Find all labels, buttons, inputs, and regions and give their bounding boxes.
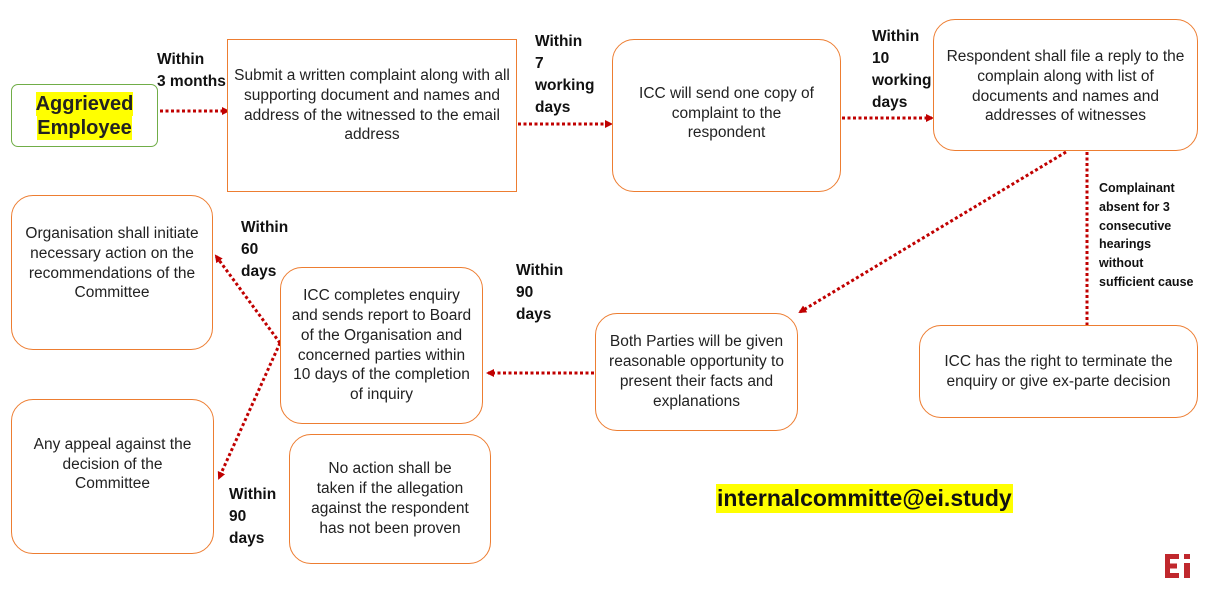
arrow-to-appeal <box>217 342 282 480</box>
arrow-to-org-action <box>214 254 282 344</box>
icc-terminate-text: ICC has the right to terminate the enqui… <box>944 352 1173 390</box>
appeal-text: Any appeal against the decision of the C… <box>33 435 192 493</box>
both-parties-text: Both Parties will be given reasonable op… <box>609 333 784 410</box>
no-action-text: No action shall be taken if the allegati… <box>311 460 469 537</box>
aggrieved-employee-box: Aggrieved Employee <box>11 84 158 147</box>
icc-send-copy-text: ICC will send one copy of complaint to t… <box>639 84 814 142</box>
aggrieved-label: Aggrieved <box>35 91 134 116</box>
both-parties-box: Both Parties will be given reasonable op… <box>595 313 798 431</box>
respondent-reply-box: Respondent shall file a reply to the com… <box>933 19 1198 151</box>
submit-complaint-box: Submit a written complaint along with al… <box>227 39 517 192</box>
arrow-reply-to-both-parties <box>798 150 1067 314</box>
icc-send-copy-box: ICC will send one copy of complaint to t… <box>612 39 841 192</box>
org-action-box: Organisation shall initiate necessary ac… <box>11 195 213 350</box>
contact-email: internalcommitte@ei.study <box>716 484 1013 513</box>
submit-complaint-text: Submit a written complaint along with al… <box>234 66 510 144</box>
appeal-box: Any appeal against the decision of the C… <box>11 399 214 554</box>
icc-completes-text: ICC completes enquiry and sends report t… <box>291 287 472 404</box>
org-action-text: Organisation shall initiate necessary ac… <box>25 225 199 302</box>
no-action-box: No action shall be taken if the allegati… <box>289 434 491 564</box>
employee-label: Employee <box>37 115 132 140</box>
icc-completes-box: ICC completes enquiry and sends report t… <box>280 267 483 424</box>
ei-logo-icon <box>1164 552 1194 580</box>
icc-terminate-box: ICC has the right to terminate the enqui… <box>919 325 1198 418</box>
respondent-reply-text: Respondent shall file a reply to the com… <box>946 48 1185 125</box>
